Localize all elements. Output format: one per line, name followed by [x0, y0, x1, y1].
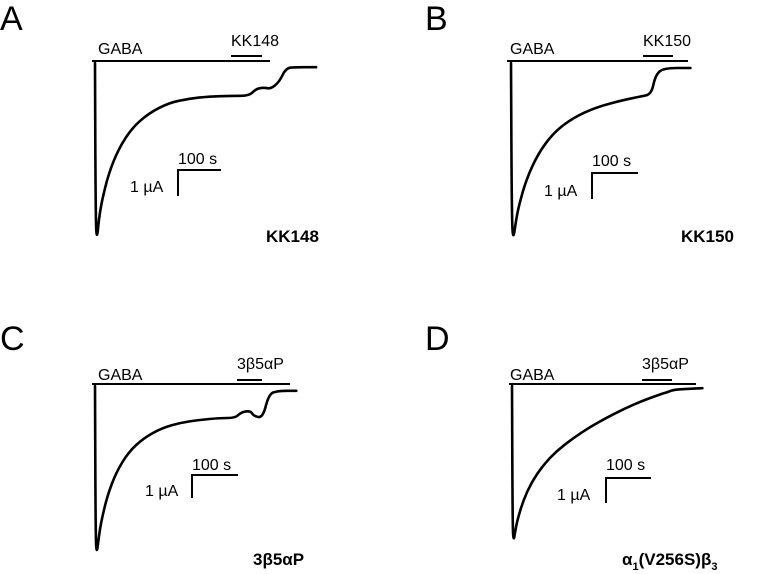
- scale-time-label: 100 s: [592, 153, 631, 170]
- scale-bar: [605, 477, 651, 503]
- gaba-label: GABA: [98, 367, 143, 384]
- drug-label: KK150: [643, 33, 691, 50]
- gaba-label: GABA: [510, 367, 555, 384]
- panel-letter-c: C: [0, 320, 25, 358]
- scale-current-label: 1 µA: [557, 487, 591, 504]
- panel-b: B GABA KK150 100 s 1 µA KK150: [425, 0, 734, 246]
- panel-title: KK148: [266, 227, 319, 246]
- panel-d: D GABA 3β5αP 100 s 1 µA α1(V256S)β3: [425, 320, 717, 573]
- scale-time-label: 100 s: [606, 457, 645, 474]
- current-trace: [509, 61, 692, 237]
- drug-label: 3β5αP: [237, 356, 284, 373]
- panel-title: 3β5αP: [253, 550, 304, 569]
- current-trace: [510, 384, 704, 540]
- panel-a: A GABA KK148 100 s 1 µA KK148: [0, 0, 319, 246]
- current-trace: [93, 384, 298, 552]
- scale-bar: [191, 474, 238, 498]
- scale-time-label: 100 s: [178, 151, 217, 168]
- scale-current-label: 1 µA: [145, 483, 179, 500]
- panel-title: α1(V256S)β3: [622, 550, 717, 573]
- drug-label: KK148: [231, 33, 279, 50]
- gaba-label: GABA: [98, 41, 143, 58]
- panel-letter-d: D: [425, 320, 450, 358]
- panel-title: KK150: [681, 227, 734, 246]
- scale-current-label: 1 µA: [130, 179, 164, 196]
- current-trace: [93, 61, 318, 236]
- panel-c: C GABA 3β5αP 100 s 1 µA 3β5αP: [0, 320, 304, 569]
- drug-label: 3β5αP: [642, 356, 689, 373]
- scale-bar: [177, 169, 221, 196]
- scale-bar: [591, 172, 638, 199]
- scale-time-label: 100 s: [192, 457, 231, 474]
- panel-letter-b: B: [425, 0, 448, 38]
- gaba-label: GABA: [510, 41, 555, 58]
- scale-current-label: 1 µA: [544, 183, 578, 200]
- panel-letter-a: A: [0, 0, 23, 38]
